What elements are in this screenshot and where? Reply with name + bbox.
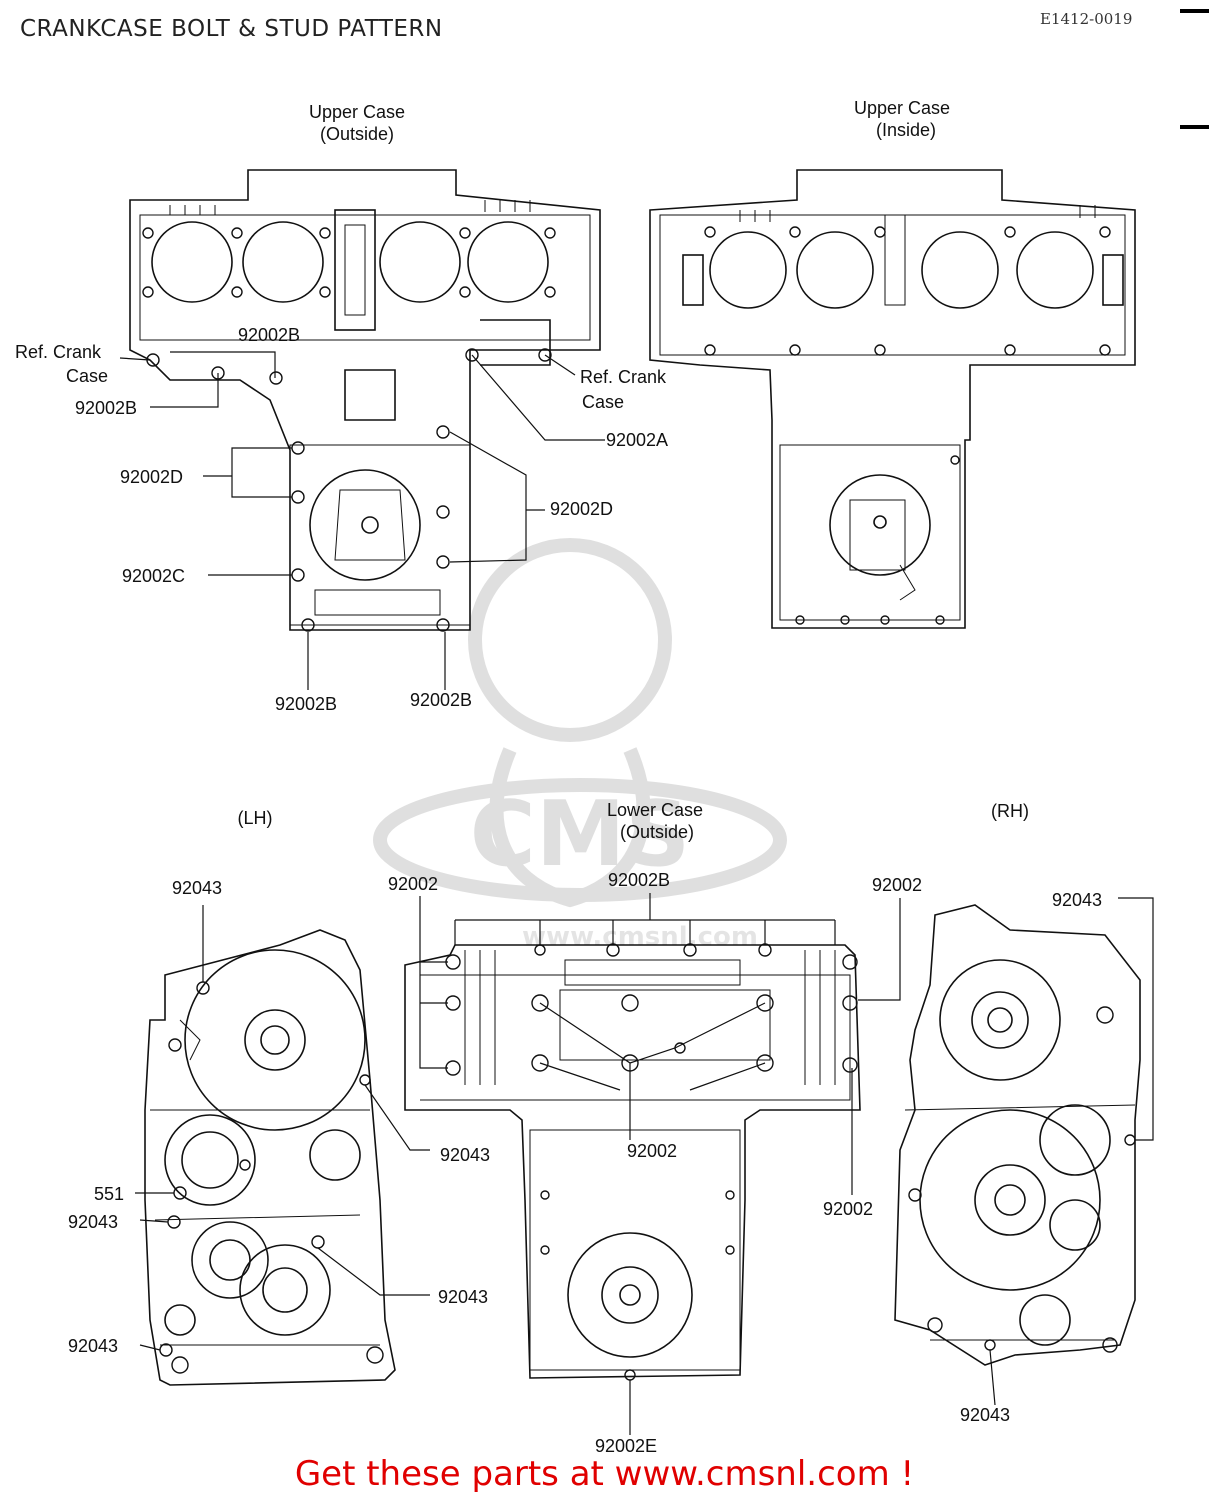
- label-l-92002B: 92002B: [608, 870, 670, 890]
- edge-mark-middle: [1180, 125, 1209, 129]
- page-title: CRANKCASE BOLT & STUD PATTERN: [20, 16, 443, 42]
- label-l-92002E: 92002E: [595, 1436, 657, 1456]
- label-u-92002C: 92002C: [122, 566, 185, 586]
- drawing-ref-code: E1412-0019: [1040, 10, 1133, 28]
- rh-case-drawing: [894, 904, 1141, 1366]
- label-u-92002B-top: 92002B: [238, 325, 300, 345]
- label-ref-crank-right-line1: Ref. Crank: [580, 367, 667, 387]
- label-u-92002D-right: 92002D: [550, 499, 613, 519]
- upper-outside-leader-lines: [119, 351, 605, 690]
- label-ref-crank-left-line1: Ref. Crank: [15, 342, 102, 362]
- edge-mark-top: [1180, 9, 1209, 13]
- label-lh-551: 551: [94, 1184, 124, 1204]
- lower-case-outside-drawing: [404, 943, 861, 1381]
- header-lh: (LH): [238, 808, 273, 828]
- label-u-92002B-bottom-left: 92002B: [275, 694, 337, 714]
- label-rh-92043-top: 92043: [1052, 890, 1102, 910]
- watermark-url: www.cmsnl.com: [522, 922, 758, 952]
- label-l-92002-lowright: 92002: [823, 1199, 873, 1219]
- label-ref-crank-right-line2: Case: [582, 392, 624, 412]
- label-lh-92043-mid: 92043: [440, 1145, 490, 1165]
- header-lower-outside-line2: (Outside): [620, 822, 694, 842]
- upper-case-inside-drawing: [649, 169, 1136, 629]
- header-upper-outside-line2: (Outside): [320, 124, 394, 144]
- rh-leader-lines: [989, 897, 1154, 1406]
- label-rh-92043-bottom: 92043: [960, 1405, 1010, 1425]
- label-u-92002A: 92002A: [606, 430, 668, 450]
- header-rh: (RH): [991, 801, 1029, 821]
- header-upper-inside-line1: Upper Case: [854, 98, 950, 118]
- lower-outside-leader-lines: [419, 893, 901, 1435]
- label-lh-92043-left1: 92043: [68, 1212, 118, 1232]
- lh-leader-lines: [135, 905, 430, 1351]
- label-u-92002D-left: 92002D: [120, 467, 183, 487]
- label-u-92002B-left: 92002B: [75, 398, 137, 418]
- label-u-92002B-bottom-right: 92002B: [410, 690, 472, 710]
- cms-watermark-logo: CMS: [373, 538, 787, 908]
- footer-promo-text[interactable]: Get these parts at www.cmsnl.com !: [294, 1454, 915, 1494]
- section-headers: Upper Case (Outside) Upper Case (Inside)…: [238, 98, 1030, 842]
- label-lh-92043-right: 92043: [438, 1287, 488, 1307]
- label-l-92002-left: 92002: [388, 874, 438, 894]
- label-l-92002-center: 92002: [627, 1141, 677, 1161]
- header-upper-outside-line1: Upper Case: [309, 102, 405, 122]
- label-ref-crank-left-line2: Case: [66, 366, 108, 386]
- part-labels: Ref. Crank Case Ref. Crank Case 92002B 9…: [15, 325, 1102, 1456]
- label-lh-92043-top: 92043: [172, 878, 222, 898]
- header-upper-inside-line2: (Inside): [876, 120, 936, 140]
- label-lh-92043-left2: 92043: [68, 1336, 118, 1356]
- upper-case-outside-drawing: [129, 169, 601, 632]
- svg-text:CMS: CMS: [470, 782, 690, 887]
- label-l-92002-right: 92002: [872, 875, 922, 895]
- lh-case-drawing: [144, 929, 396, 1386]
- header-lower-outside-line1: Lower Case: [607, 800, 703, 820]
